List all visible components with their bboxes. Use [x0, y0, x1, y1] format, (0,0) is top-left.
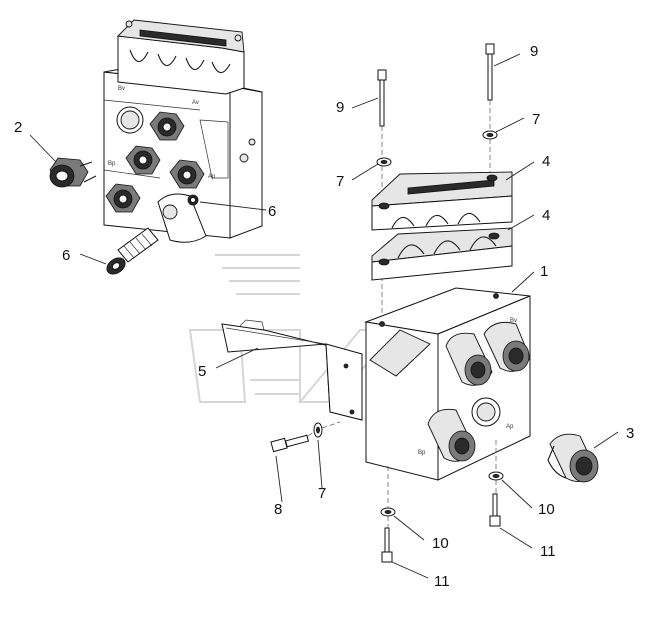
callout-8: 8: [274, 501, 282, 518]
port-label-bv-block: Bv: [510, 318, 517, 324]
callout-6-lower: 6: [62, 247, 70, 264]
part-10-washer-right: [488, 471, 504, 481]
elbow-fitting-bp: [427, 408, 476, 462]
part-6-plug-screw: [106, 227, 159, 275]
leader-lines: [29, 53, 619, 579]
callout-numbers: 2 6 6 9 9 7 7 4 4 1 5 3 8 7 10 10 11 11: [14, 43, 634, 590]
part-3-elbow-fitting: [547, 433, 599, 483]
elbow-fitting-av: [445, 332, 493, 386]
part-1-valve-block: Av Bv Bp Ap: [364, 287, 531, 481]
port-label-bp: Bp: [108, 161, 116, 167]
port-label-bv: Bv: [118, 86, 125, 92]
fitting-lower-left: [105, 183, 141, 213]
elbow-fitting-bv: [483, 321, 531, 372]
fitting-ap: [169, 159, 205, 189]
part-11-bolt-left: [381, 527, 393, 563]
part-4-upper-clamp: [371, 171, 513, 231]
part-7-washer-left: [376, 157, 392, 167]
fitting-av: [149, 111, 185, 141]
port-label-ap: Ap: [208, 174, 216, 180]
part-9-bolt-left: [377, 69, 387, 127]
callout-7-left: 7: [336, 173, 344, 190]
callout-10-right: 10: [538, 501, 555, 518]
part-10-washer-left: [380, 507, 396, 517]
port-bv-open: [116, 106, 144, 134]
callout-9-right: 9: [530, 43, 538, 60]
part-8-screw: [270, 434, 310, 453]
callout-11-right: 11: [540, 543, 556, 560]
callout-7-top-right: 7: [532, 111, 540, 128]
callout-2: 2: [14, 119, 22, 136]
callout-10-left: 10: [432, 535, 449, 552]
part-11-bolt-right: [489, 493, 501, 527]
callout-7-bottom: 7: [318, 485, 326, 502]
callout-6-upper: 6: [268, 203, 276, 220]
callout-4-upper: 4: [542, 153, 550, 170]
port-label-bp-block: Bp: [418, 450, 426, 456]
callout-3: 3: [626, 425, 634, 442]
part-7-washer-right: [482, 130, 498, 140]
part-2-straight-fitting: [49, 157, 97, 188]
callout-5: 5: [198, 363, 206, 380]
port-label-av: Av: [192, 100, 199, 106]
callout-1: 1: [540, 263, 548, 280]
callout-11-left: 11: [434, 573, 450, 590]
callout-9-left: 9: [336, 99, 344, 116]
part-7-washer-lower: [313, 422, 323, 438]
assembled-valve-block: Bv Av Bp Ap: [103, 19, 263, 243]
port-label-ap-block: Ap: [506, 424, 514, 430]
part-4-lower-clamp: [371, 227, 513, 281]
fitting-bp: [125, 145, 161, 175]
callout-4-lower: 4: [542, 207, 550, 224]
part-9-bolt-right: [485, 43, 495, 101]
